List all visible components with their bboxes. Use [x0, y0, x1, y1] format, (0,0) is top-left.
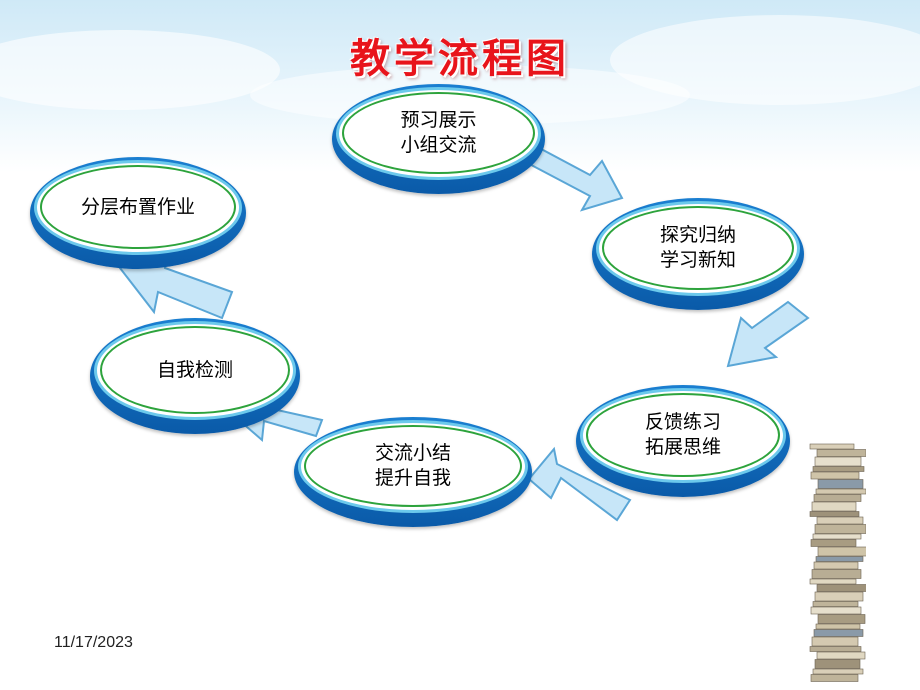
- book: [812, 601, 859, 607]
- book: [810, 471, 860, 480]
- book: [814, 456, 862, 467]
- book-stack-illustration: [809, 443, 866, 682]
- book: [815, 556, 864, 562]
- book: [816, 651, 866, 660]
- book: [809, 578, 857, 585]
- book: [817, 479, 864, 489]
- step-6-line-1: 分层布置作业: [80, 195, 195, 218]
- step-2-line-2: 学习新知: [659, 249, 736, 271]
- book: [817, 546, 866, 557]
- book: [812, 668, 864, 675]
- book: [812, 466, 865, 472]
- step-1-line-1: 预习展示: [400, 109, 477, 131]
- step-4-line-2: 提升自我: [374, 467, 451, 489]
- book: [814, 659, 861, 669]
- step-node-5: 自我检测: [90, 318, 300, 434]
- arrow-step2-to-step3: [726, 300, 810, 368]
- book: [810, 606, 862, 615]
- step-node-2: 探究归纳 学习新知: [592, 198, 804, 310]
- step-3-line-2: 拓展思维: [644, 436, 721, 458]
- step-1-line-2: 小组交流: [400, 134, 477, 156]
- book: [816, 449, 866, 457]
- book: [815, 623, 861, 630]
- book: [811, 636, 859, 647]
- book: [809, 646, 862, 652]
- book: [810, 674, 859, 682]
- slide-date: 11/17/2023: [54, 634, 133, 651]
- page-title: 教学流程图: [350, 36, 570, 82]
- step-4-line-1: 交流小结: [374, 442, 451, 464]
- step-node-1: 预习展示 小组交流: [332, 84, 545, 194]
- step-5-line-1: 自我检测: [156, 358, 233, 381]
- book: [815, 488, 866, 495]
- book: [813, 561, 859, 570]
- book: [816, 516, 864, 525]
- book: [811, 569, 862, 579]
- step-2-line-1: 探究归纳: [659, 224, 736, 246]
- step-node-6: 分层布置作业: [30, 157, 246, 269]
- step-node-3: 反馈练习 拓展思维: [576, 385, 790, 497]
- book: [809, 443, 855, 450]
- book: [814, 591, 864, 602]
- book: [809, 511, 860, 517]
- step-3-line-1: 反馈练习: [644, 411, 721, 433]
- book: [811, 501, 857, 512]
- book: [817, 614, 866, 624]
- book: [812, 533, 862, 540]
- book: [813, 629, 864, 637]
- book: [814, 524, 866, 534]
- book: [813, 494, 862, 502]
- step-node-4: 交流小结 提升自我: [294, 417, 532, 527]
- book: [810, 539, 857, 547]
- book: [816, 584, 866, 592]
- arrow-step3-to-step4: [527, 446, 632, 522]
